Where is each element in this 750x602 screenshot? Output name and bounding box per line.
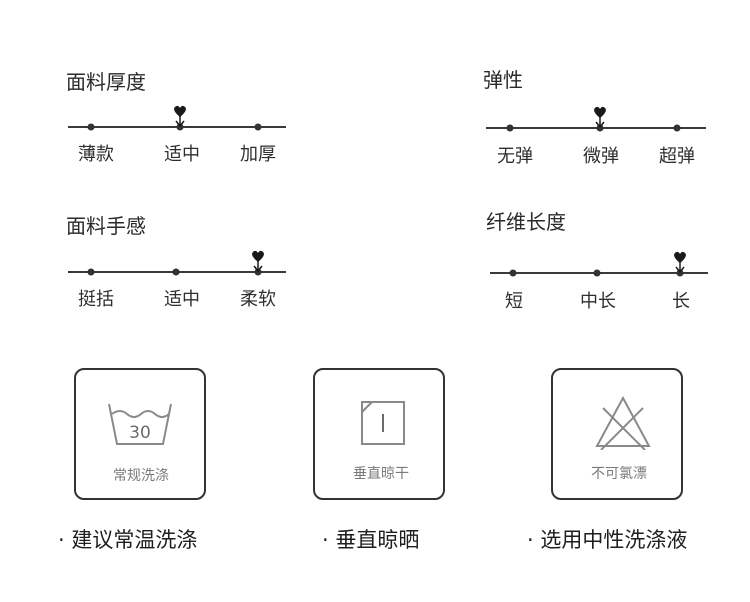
dry-vertical-icon (361, 401, 405, 445)
scale-title: 纤维长度 (486, 210, 566, 234)
scale-option-selected: 长 (672, 291, 690, 312)
scale-option: 薄款 (78, 144, 114, 165)
heart-marker-icon (252, 250, 264, 273)
scale-title: 弹性 (483, 68, 523, 92)
scale-option: 挺括 (78, 289, 114, 310)
care-card-bleach: 不可氯漂 (551, 368, 683, 500)
scale-option-selected: 柔软 (240, 289, 276, 310)
care-caption: · 建议常温洗涤 (58, 528, 198, 552)
heart-marker-icon (174, 105, 186, 128)
care-card-dry: 垂直晾干 (313, 368, 445, 500)
scale-dot (87, 268, 95, 276)
care-caption: · 选用中性洗涤液 (527, 528, 688, 552)
scale-line (486, 127, 706, 129)
scale-option: 加厚 (240, 144, 276, 165)
washtub-30-icon: 30 (108, 403, 172, 445)
scale-dot (506, 124, 514, 132)
care-label: 常规洗涤 (113, 468, 169, 484)
scale-dot (172, 268, 180, 276)
scale-title: 面料手感 (66, 214, 146, 238)
care-label: 垂直晾干 (353, 466, 409, 482)
scale-dot (673, 124, 681, 132)
wash-temp-text: 30 (129, 423, 151, 443)
care-caption: · 垂直晾晒 (322, 528, 420, 552)
scale-dot (254, 123, 262, 131)
scale-dot (87, 123, 95, 131)
scale-option-selected: 适中 (164, 144, 200, 165)
scale-dot (593, 269, 601, 277)
care-label: 不可氯漂 (591, 466, 647, 482)
scale-option: 中长 (580, 291, 616, 312)
scale-option: 适中 (164, 289, 200, 310)
no-bleach-icon (595, 395, 651, 450)
scale-dot (509, 269, 517, 277)
scale-option: 短 (505, 291, 523, 312)
scale-title: 面料厚度 (66, 70, 146, 94)
scale-option: 超弹 (659, 146, 695, 167)
heart-marker-icon (594, 106, 606, 129)
scale-option: 无弹 (497, 146, 533, 167)
scale-option-selected: 微弹 (583, 146, 619, 167)
heart-marker-icon (674, 251, 686, 274)
care-card-wash: 30 常规洗涤 (74, 368, 206, 500)
